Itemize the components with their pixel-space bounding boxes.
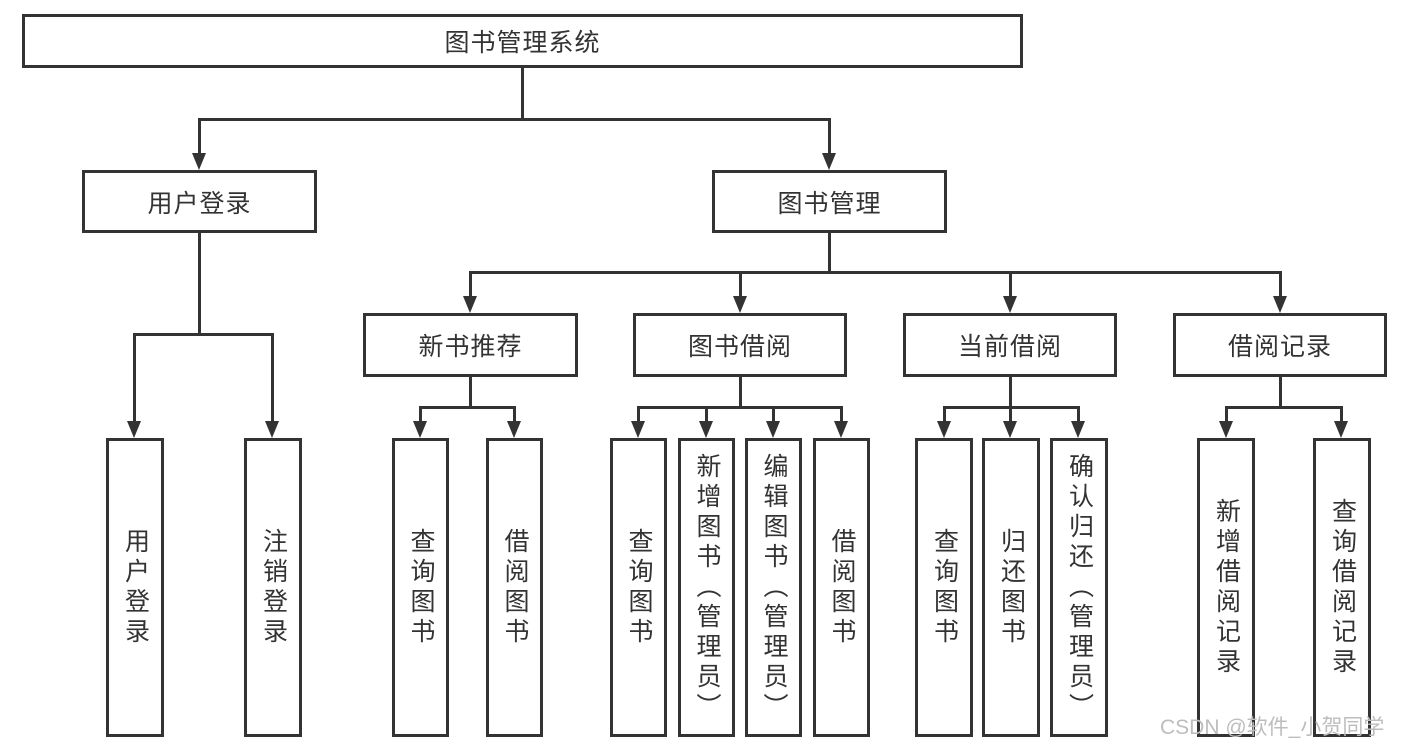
leaf-user-login: 用户登录 bbox=[106, 438, 164, 737]
connector-borrow-record-stub bbox=[1279, 377, 1282, 408]
connector-borrow-record-split bbox=[1225, 406, 1342, 409]
arrow-to-bb-add bbox=[699, 421, 713, 438]
arrow-to-current-borrow bbox=[1003, 296, 1017, 313]
connector-to-rec-query bbox=[419, 406, 422, 421]
leaf-rec-query-book-label: 查询图书 bbox=[407, 527, 435, 648]
arrow-to-cb-return bbox=[1003, 421, 1017, 438]
connector-book-mgmt-stub bbox=[828, 233, 831, 273]
leaf-bb-borrow-book-label: 借阅图书 bbox=[828, 527, 856, 648]
node-current-borrow: 当前借阅 bbox=[903, 313, 1117, 377]
leaf-bb-borrow-book: 借阅图书 bbox=[813, 438, 870, 737]
node-borrow-record: 借阅记录 bbox=[1173, 313, 1387, 377]
connector-to-cb-return bbox=[1009, 406, 1012, 421]
connector-to-cb-confirm bbox=[1077, 406, 1080, 421]
leaf-rec-borrow-book-label: 借阅图书 bbox=[501, 527, 529, 648]
arrow-to-new-book-rec bbox=[463, 296, 477, 313]
leaf-logout-label: 注销登录 bbox=[259, 527, 288, 648]
leaf-bb-query-book: 查询图书 bbox=[610, 438, 667, 737]
connector-to-current-borrow bbox=[1009, 271, 1012, 297]
node-user-login-label: 用户登录 bbox=[147, 189, 252, 218]
arrow-to-br-query bbox=[1334, 421, 1348, 438]
connector-to-br-add bbox=[1225, 406, 1228, 421]
arrow-to-br-add bbox=[1219, 421, 1233, 438]
csdn-watermark: CSDN @软件_小贺同学 bbox=[1160, 716, 1385, 739]
connector-current-borrow-stub bbox=[1009, 377, 1012, 408]
leaf-br-query-record-label: 查询借阅记录 bbox=[1328, 497, 1357, 678]
leaf-cb-query-book: 查询图书 bbox=[915, 438, 973, 737]
node-book-mgmt: 图书管理 bbox=[712, 170, 947, 233]
connector-to-bb-query bbox=[637, 406, 640, 421]
arrow-to-book-borrow bbox=[733, 296, 747, 313]
node-new-book-rec-label: 新书推荐 bbox=[418, 333, 523, 361]
arrow-to-book-mgmt bbox=[822, 153, 836, 170]
node-root-label: 图书管理系统 bbox=[444, 29, 601, 57]
arrow-to-borrow-record bbox=[1273, 296, 1287, 313]
leaf-br-add-record-label: 新增借阅记录 bbox=[1212, 497, 1241, 678]
leaf-bb-edit-book-label: 编辑图书（管理员） bbox=[760, 452, 788, 723]
connector-to-bb-borrow bbox=[840, 406, 843, 421]
connector-to-book-mgmt bbox=[828, 118, 831, 154]
leaf-cb-confirm-return: 确认归还（管理员） bbox=[1050, 438, 1108, 737]
node-book-borrow: 图书借阅 bbox=[633, 313, 847, 377]
connector-to-cb-query bbox=[943, 406, 946, 421]
leaf-rec-query-book: 查询图书 bbox=[392, 438, 449, 737]
arrow-to-bb-borrow bbox=[834, 421, 848, 438]
arrow-to-leaf-login bbox=[127, 421, 141, 438]
node-book-borrow-label: 图书借阅 bbox=[687, 333, 792, 361]
connector-level2-split bbox=[198, 118, 831, 121]
leaf-br-add-record: 新增借阅记录 bbox=[1197, 438, 1255, 737]
connector-to-br-query bbox=[1340, 406, 1343, 421]
node-current-borrow-label: 当前借阅 bbox=[957, 333, 1062, 361]
leaf-bb-add-book: 新增图书（管理员） bbox=[678, 438, 735, 737]
connector-to-new-book-rec bbox=[469, 271, 472, 297]
connector-user-login-stub bbox=[198, 233, 201, 335]
connector-new-book-rec-split bbox=[419, 406, 515, 409]
connector-root-stub bbox=[521, 68, 524, 120]
connector-new-book-rec-stub bbox=[469, 377, 472, 408]
node-borrow-record-label: 借阅记录 bbox=[1227, 333, 1332, 361]
arrow-to-cb-query bbox=[937, 421, 951, 438]
connector-to-bb-edit bbox=[772, 406, 775, 421]
node-book-mgmt-label: 图书管理 bbox=[777, 189, 882, 218]
leaf-cb-return-book-label: 归还图书 bbox=[997, 527, 1026, 648]
arrow-to-leaf-logout bbox=[265, 421, 279, 438]
leaf-br-query-record: 查询借阅记录 bbox=[1313, 438, 1371, 737]
connector-to-user-login bbox=[198, 118, 201, 154]
leaf-bb-add-book-label: 新增图书（管理员） bbox=[693, 452, 721, 723]
connector-to-borrow-record bbox=[1279, 271, 1282, 297]
leaf-bb-edit-book: 编辑图书（管理员） bbox=[745, 438, 802, 737]
connector-to-rec-borrow bbox=[513, 406, 516, 421]
leaf-cb-query-book-label: 查询图书 bbox=[930, 527, 959, 648]
connector-book-borrow-split bbox=[637, 406, 842, 409]
connector-user-login-split bbox=[133, 333, 273, 336]
arrow-to-cb-confirm bbox=[1071, 421, 1085, 438]
connector-to-bb-add bbox=[705, 406, 708, 421]
connector-to-book-borrow bbox=[739, 271, 742, 297]
leaf-logout: 注销登录 bbox=[244, 438, 302, 737]
leaf-user-login-label: 用户登录 bbox=[121, 527, 150, 648]
arrow-to-user-login bbox=[192, 153, 206, 170]
connector-level3-split bbox=[469, 271, 1281, 274]
leaf-bb-query-book-label: 查询图书 bbox=[625, 527, 653, 648]
connector-to-leaf-login bbox=[133, 333, 136, 421]
arrow-to-bb-query bbox=[631, 421, 645, 438]
node-root: 图书管理系统 bbox=[22, 14, 1023, 68]
leaf-cb-confirm-return-label: 确认归还（管理员） bbox=[1065, 452, 1094, 723]
arrow-to-rec-query bbox=[413, 421, 427, 438]
connector-book-borrow-stub bbox=[739, 377, 742, 408]
leaf-cb-return-book: 归还图书 bbox=[982, 438, 1040, 737]
node-new-book-rec: 新书推荐 bbox=[363, 313, 578, 377]
connector-to-leaf-logout bbox=[271, 333, 274, 421]
node-user-login: 用户登录 bbox=[82, 170, 317, 233]
leaf-rec-borrow-book: 借阅图书 bbox=[486, 438, 543, 737]
arrow-to-rec-borrow bbox=[507, 421, 521, 438]
arrow-to-bb-edit bbox=[766, 421, 780, 438]
